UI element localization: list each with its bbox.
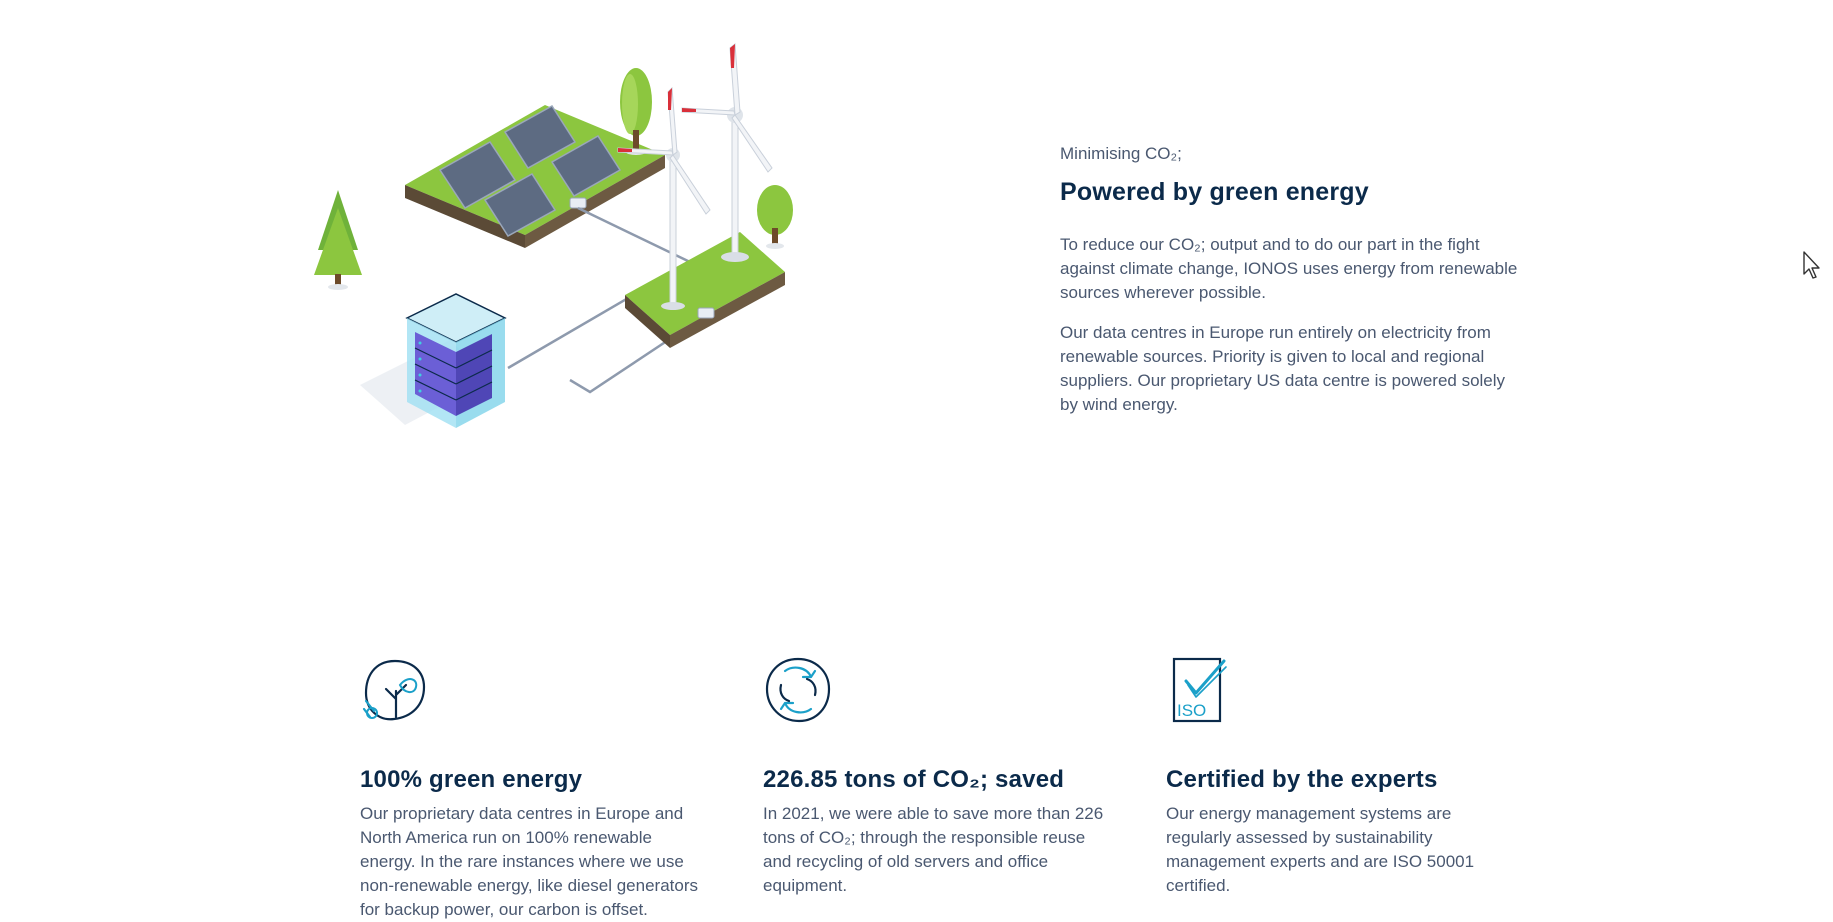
hero-paragraph: To reduce our CO₂; output and to do our …: [1060, 235, 1518, 302]
feature-title: 100% green energy: [360, 766, 583, 793]
wind-turbine-field-icon: [617, 43, 785, 348]
tree-icon: [757, 185, 793, 249]
green-energy-illustration: [314, 43, 793, 428]
iso-certificate-icon: ISO: [1172, 657, 1227, 723]
svg-text:ISO: ISO: [1177, 701, 1206, 720]
feature-green-energy: 100% green energy Our proprietary data c…: [360, 655, 705, 922]
feature-grid: 100% green energy Our proprietary data c…: [360, 655, 1520, 919]
feature-text: Our energy management systems are regula…: [1166, 804, 1475, 895]
feature-title: 226.85 tons of CO₂; saved: [763, 766, 1065, 793]
data-centre-server-icon: [360, 293, 507, 428]
pine-tree-icon: [314, 190, 362, 290]
recycle-arrows-icon: [765, 657, 831, 723]
solar-field-icon: [405, 105, 665, 248]
mouse-cursor-icon: [1803, 251, 1820, 279]
feature-text: In 2021, we were able to save more than …: [763, 804, 1104, 895]
hero-title: Powered by green energy: [1060, 178, 1369, 206]
plant-plug-icon: [362, 659, 426, 721]
feature-certified: ISO Certified by the experts Our energy …: [1166, 655, 1511, 898]
feature-text: Our proprietary data centres in Europe a…: [360, 804, 698, 919]
feature-title: Certified by the experts: [1166, 766, 1438, 793]
hero-eyebrow: Minimising CO₂;: [1060, 144, 1182, 163]
hero-paragraph: Our data centres in Europe run entirely …: [1060, 323, 1506, 414]
tree-icon: [620, 68, 652, 155]
hero-text-block: Minimising CO₂; Powered by green energy …: [1060, 144, 1520, 433]
feature-co2-saved: 226.85 tons of CO₂; saved In 2021, we we…: [763, 655, 1108, 898]
